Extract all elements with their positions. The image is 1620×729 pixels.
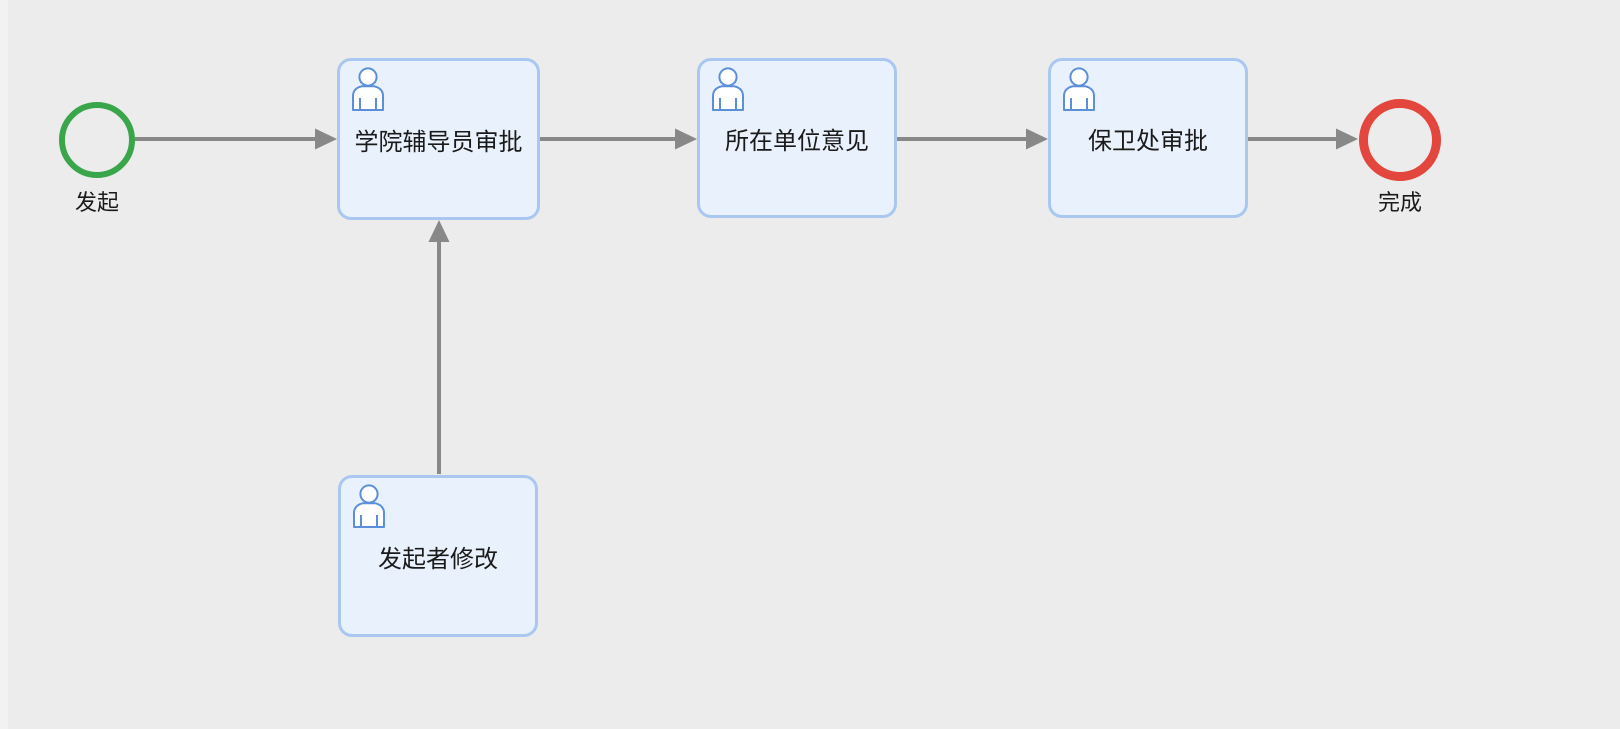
task-label: 发起者修改 [378,545,498,573]
arrowhead-right-icon [675,128,697,150]
arrowhead-right-icon [1336,128,1358,150]
task-node-unit-opinion[interactable]: 所在单位意见 [697,58,897,218]
user-icon [353,484,385,528]
task-label: 学院辅导员审批 [354,128,523,156]
task-label: 保卫处审批 [1088,127,1208,155]
task-node-initiator-modify[interactable]: 发起者修改 [338,475,538,637]
task-node-security-office-approval[interactable]: 保卫处审批 [1048,58,1248,218]
user-icon [1063,67,1095,111]
arrowhead-right-icon [1026,128,1048,150]
flow-arrow-task1-to-task2 [540,128,697,150]
start-event-label: 发起 [74,190,119,215]
flow-arrow-task3-to-end [1248,128,1358,150]
end-event-circle[interactable] [1359,99,1441,181]
arrowhead-up-icon [428,220,450,242]
flow-arrow-task4-to-task1 [428,220,450,474]
start-event-circle[interactable] [59,102,135,178]
user-icon [712,67,744,111]
user-icon [352,67,384,111]
arrowhead-right-icon [315,128,337,150]
left-margin-strip [0,0,8,729]
flow-arrow-task2-to-task3 [897,128,1048,150]
flow-arrow-start-to-task1 [135,128,337,150]
task-node-college-counselor-approval[interactable]: 学院辅导员审批 [337,58,540,220]
task-label: 所在单位意见 [725,127,869,155]
end-event-label: 完成 [1377,190,1422,215]
